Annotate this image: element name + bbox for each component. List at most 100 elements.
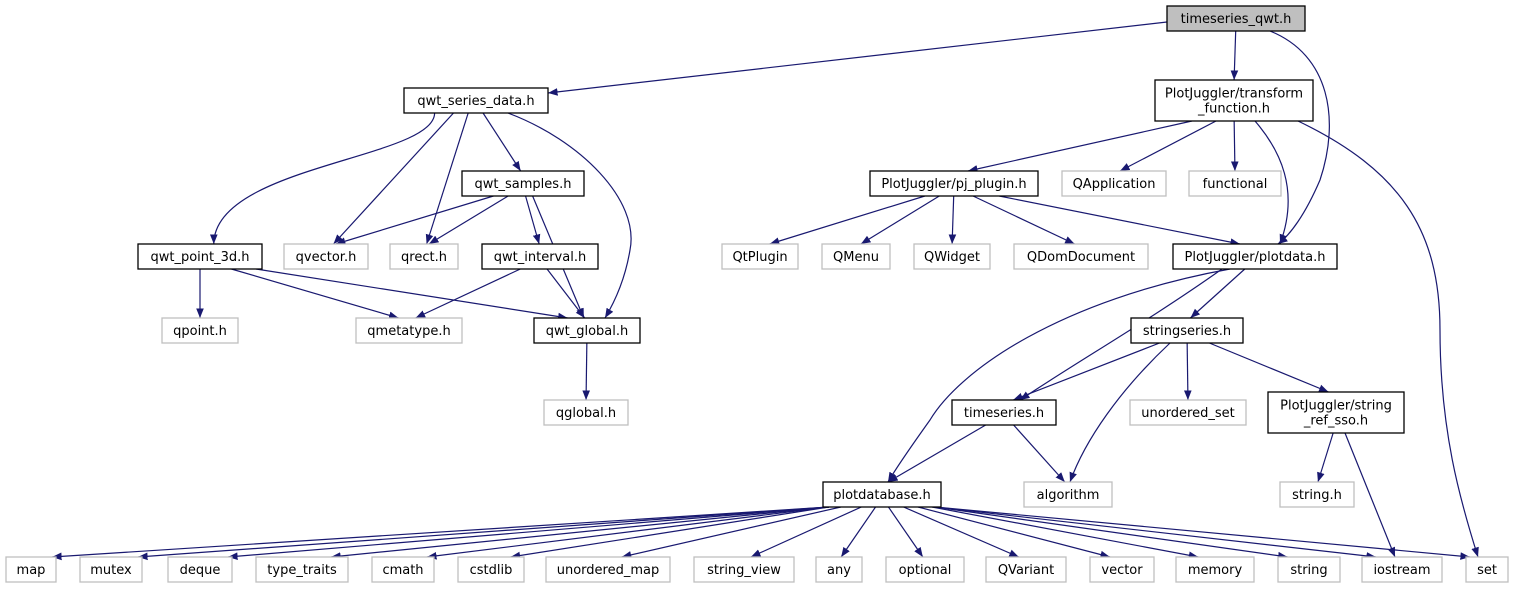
node-qmeta: qmetatype.h	[355, 317, 463, 344]
node-box	[5, 556, 57, 583]
edge-root-to-qsd	[547, 21, 1168, 96]
node-qwidget: QWidget	[913, 243, 991, 270]
node-box	[822, 481, 942, 508]
node-label: PlotJuggler/plotdata.h	[1185, 250, 1326, 265]
node-qi[interactable]: qwt_interval.h	[481, 243, 599, 270]
node-ts[interactable]: timeseries.h	[951, 399, 1057, 426]
node-box	[79, 556, 143, 583]
node-qtplugin: QtPlugin	[721, 243, 799, 270]
edge-pjp-to-qtplugin	[769, 195, 926, 245]
edge-ts-to-pdb	[887, 424, 987, 483]
edge-pdb-to-any	[840, 506, 877, 558]
node-iostream: iostream	[1361, 556, 1443, 583]
node-qapp: QApplication	[1061, 170, 1167, 197]
node-box	[1279, 481, 1355, 508]
node-memory: memory	[1175, 556, 1255, 583]
node-root[interactable]: timeseries_qwt.h	[1166, 5, 1306, 32]
node-label: qwt_samples.h	[475, 177, 572, 192]
node-box	[533, 317, 641, 344]
node-uset: unordered_set	[1129, 399, 1247, 426]
node-label: string	[1290, 563, 1327, 578]
edge-qsd-to-qvector	[333, 112, 454, 245]
node-label: optional	[899, 563, 952, 578]
edge-pdb-to-deque	[227, 506, 830, 561]
node-box	[481, 243, 599, 270]
edges-layer	[51, 21, 1479, 561]
node-label: QtPlugin	[732, 250, 787, 265]
edge-qsd-to-qp3d	[209, 112, 436, 245]
node-pd[interactable]: PlotJuggler/plotdata.h	[1172, 243, 1338, 270]
node-pdb[interactable]: plotdatabase.h	[822, 481, 942, 508]
node-string: string	[1277, 556, 1341, 583]
edge-pdb-to-cstdlib	[510, 506, 830, 560]
node-box	[1130, 317, 1244, 344]
node-label: PlotJuggler/transform	[1165, 87, 1303, 102]
node-label: mutex	[90, 563, 132, 578]
node-qg[interactable]: qwt_global.h	[533, 317, 641, 344]
node-box	[1172, 243, 1338, 270]
node-box	[1061, 170, 1167, 197]
edge-sso-to-iostream	[1344, 432, 1396, 558]
node-label: algorithm	[1037, 488, 1100, 503]
edge-ts-to-alg	[1013, 424, 1066, 483]
node-mutex: mutex	[79, 556, 143, 583]
node-qs[interactable]: qwt_samples.h	[461, 170, 585, 197]
node-box	[545, 556, 671, 583]
edge-tf-to-set	[1297, 120, 1479, 558]
node-box	[821, 243, 891, 270]
edge-pdb-to-set	[934, 506, 1471, 560]
node-box	[389, 243, 459, 270]
node-box	[371, 556, 435, 583]
node-label: qglobal.h	[556, 406, 616, 421]
node-label: qrect.h	[401, 250, 447, 265]
edge-qp3d-to-qmeta	[231, 268, 399, 319]
edge-pdb-to-memory	[931, 506, 1199, 560]
edge-pdb-to-vector	[917, 506, 1111, 559]
node-alg: algorithm	[1023, 481, 1113, 508]
node-box	[693, 556, 795, 583]
edge-sso-to-strh	[1317, 432, 1334, 483]
node-tf[interactable]: PlotJuggler/transform_function.h	[1154, 79, 1314, 122]
node-label: qmetatype.h	[367, 324, 450, 339]
node-box	[1129, 399, 1247, 426]
edge-qi-to-qmeta	[415, 268, 521, 319]
node-sso[interactable]: PlotJuggler/string_ref_sso.h	[1267, 391, 1405, 434]
edge-qs-to-qrect	[428, 195, 509, 245]
node-label: any	[827, 563, 851, 578]
node-box	[403, 87, 549, 114]
edge-ss-to-sso	[1209, 342, 1329, 393]
node-box	[255, 556, 349, 583]
node-label: memory	[1188, 563, 1243, 578]
node-qdom: QDomDocument	[1013, 243, 1149, 270]
edge-pdb-to-iostream	[934, 506, 1377, 560]
node-box	[885, 556, 965, 583]
node-qp3d[interactable]: qwt_point_3d.h	[137, 243, 263, 270]
node-qsd[interactable]: qwt_series_data.h	[403, 87, 549, 114]
node-box	[457, 556, 525, 583]
node-box	[1465, 556, 1509, 583]
node-pjp[interactable]: PlotJuggler/pj_plugin.h	[869, 170, 1039, 197]
edge-tf-to-qapp	[1119, 120, 1217, 172]
edge-pd-to-pdb	[887, 268, 1231, 483]
node-box	[951, 399, 1057, 426]
node-label: QWidget	[924, 250, 980, 265]
node-ss[interactable]: stringseries.h	[1130, 317, 1244, 344]
edge-pdb-to-qvar	[903, 506, 1020, 558]
node-box	[1188, 170, 1282, 197]
node-cstdlib: cstdlib	[457, 556, 525, 583]
node-umap: unordered_map	[545, 556, 671, 583]
node-qmenu: QMenu	[821, 243, 891, 270]
node-tt: type_traits	[255, 556, 349, 583]
node-label: unordered_set	[1141, 406, 1234, 421]
node-qpoint: qpoint.h	[161, 317, 239, 344]
node-box	[1089, 556, 1155, 583]
node-label: type_traits	[267, 563, 337, 578]
edge-qsd-to-qg	[507, 112, 632, 319]
node-label: PlotJuggler/pj_plugin.h	[881, 177, 1026, 192]
node-box	[1175, 556, 1255, 583]
node-vector: vector	[1089, 556, 1155, 583]
edge-root-to-tf	[1230, 30, 1239, 81]
edge-tf-to-pd	[1254, 120, 1289, 245]
edge-pd-to-ss	[1189, 268, 1246, 319]
